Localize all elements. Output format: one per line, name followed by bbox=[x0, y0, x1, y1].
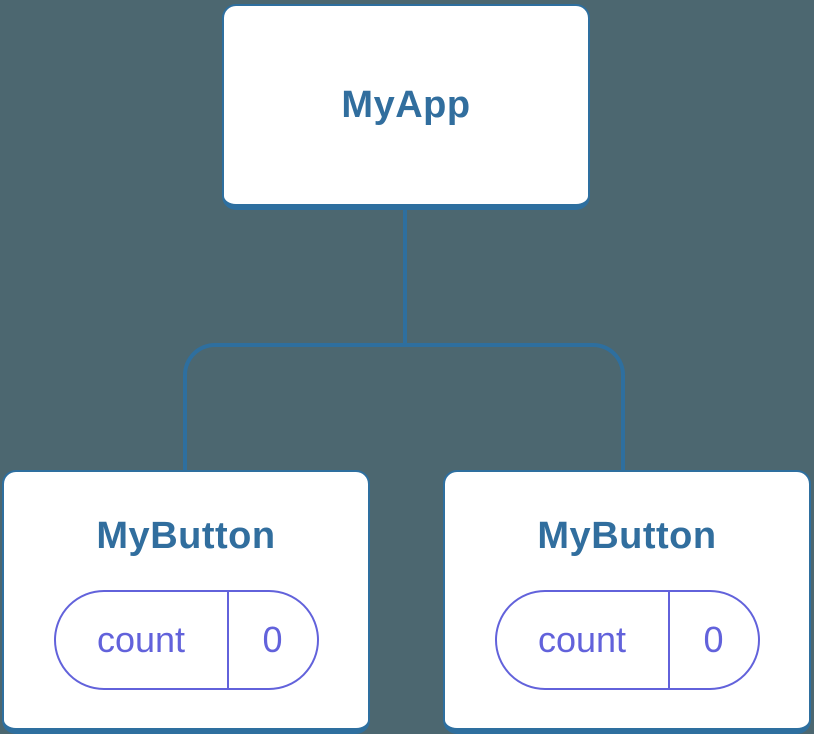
connector-stem bbox=[403, 210, 407, 345]
node-mybutton-2: MyButton count 0 bbox=[443, 470, 811, 734]
node-mybutton-1: MyButton count 0 bbox=[2, 470, 370, 734]
state-pill-1: count 0 bbox=[53, 590, 319, 690]
state-key-label: count bbox=[537, 619, 627, 660]
node-myapp-title: MyApp bbox=[341, 84, 471, 126]
state-pill-2: count 0 bbox=[494, 590, 760, 690]
connector-bracket bbox=[183, 343, 625, 470]
node-mybutton-2-title: MyButton bbox=[537, 515, 717, 557]
node-mybutton-1-title: MyButton bbox=[96, 515, 276, 557]
state-key-label: count bbox=[96, 619, 186, 660]
node-myapp: MyApp bbox=[222, 4, 590, 210]
state-value: 0 bbox=[226, 592, 317, 688]
state-value: 0 bbox=[667, 592, 758, 688]
